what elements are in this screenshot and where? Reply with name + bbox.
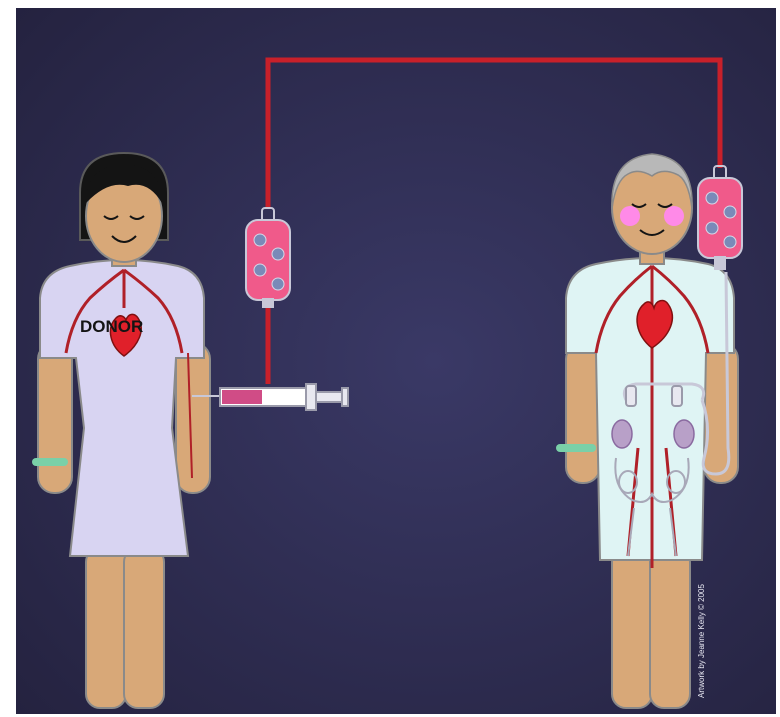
transfusion-illustration: DONOR (16, 8, 776, 714)
donor-left-leg (86, 548, 126, 708)
recipient-right-cheek (664, 206, 684, 226)
recipient-wristband (556, 444, 596, 452)
recipient-blood-bag-icon (698, 166, 742, 270)
donor-blood-bag-icon (246, 208, 290, 308)
recipient-left-arm (566, 343, 600, 483)
donor-label: DONOR (80, 317, 143, 336)
donor-left-arm (38, 343, 72, 493)
donor-right-arm (176, 343, 210, 493)
donor-wristband (32, 458, 68, 466)
recipient-right-leg (650, 548, 690, 708)
recipient-left-leg (612, 548, 652, 708)
artwork-credit: Artwork by Jeanne Kelly © 2005 (697, 583, 706, 698)
donor-right-leg (124, 548, 164, 708)
recipient-right-arm (704, 343, 738, 483)
recipient-left-cheek (620, 206, 640, 226)
